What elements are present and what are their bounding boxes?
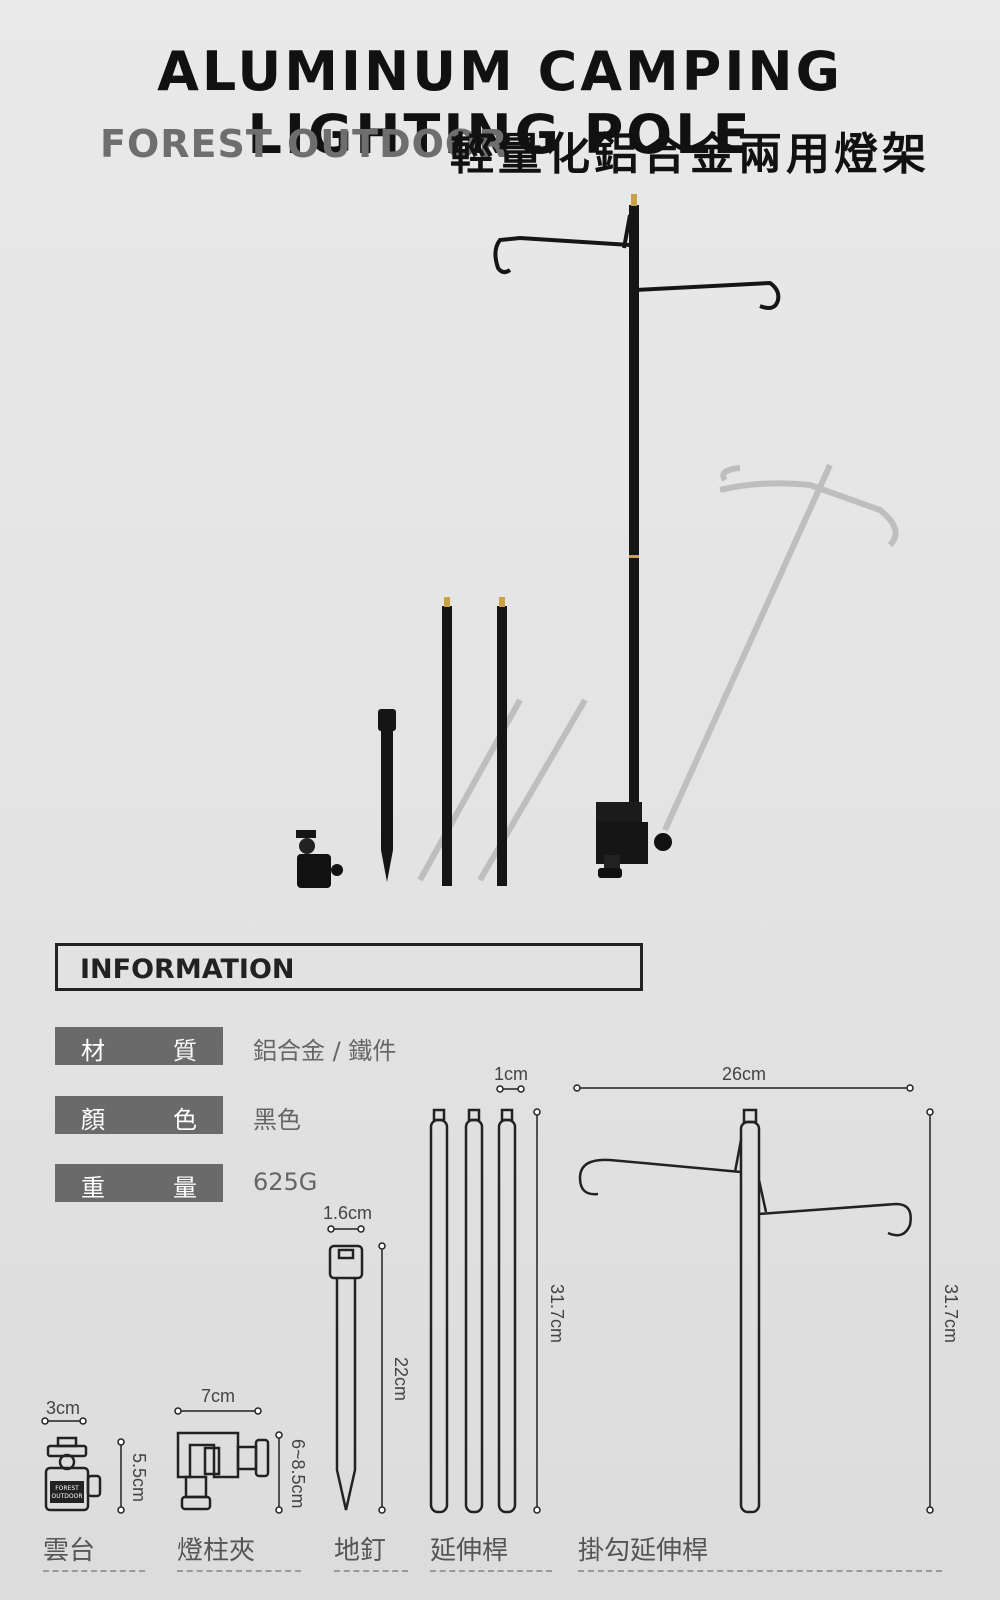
badge-text: OUTDOOR bbox=[51, 1493, 82, 1500]
ball-head-drawing bbox=[44, 1436, 102, 1512]
divider bbox=[177, 1570, 301, 1572]
spec-value-color: 黑色 bbox=[253, 1106, 301, 1134]
spec-value-weight: 625G bbox=[253, 1168, 318, 1196]
dim-hook-width: 26cm bbox=[722, 1064, 767, 1084]
spec-value-material: 鋁合金 / 鐵件 bbox=[253, 1037, 397, 1065]
part-label-extension: 延伸桿 bbox=[430, 1536, 509, 1566]
information-header: INFORMATION bbox=[55, 943, 643, 991]
hook-pole-photo bbox=[493, 194, 781, 878]
clamp-drawing bbox=[176, 1431, 270, 1511]
dim-ballhead-width: 3cm bbox=[46, 1398, 81, 1418]
dim-stake-height: 22cm bbox=[391, 1357, 411, 1402]
dim-ballhead-height: 5.5cm bbox=[129, 1453, 149, 1503]
brand-name: FOREST OUTDOOR bbox=[100, 122, 509, 166]
ground-stake-photo bbox=[378, 709, 396, 882]
dimension-lines bbox=[41, 1084, 934, 1514]
extension-poles-photo bbox=[442, 597, 507, 886]
dim-clamp-width: 7cm bbox=[201, 1386, 236, 1406]
page-title: ALUMINUM CAMPING LIGHTING POLE bbox=[157, 40, 843, 166]
badge-text: FOREST bbox=[55, 1485, 79, 1492]
spec-label-material: 材 質 bbox=[55, 1027, 223, 1065]
spec-label-char: 色 bbox=[173, 1106, 197, 1134]
divider bbox=[578, 1570, 942, 1572]
part-label-ball-head: 雲台 bbox=[43, 1536, 96, 1566]
hook-pole-drawing bbox=[578, 1108, 912, 1514]
dim-clamp-height: 6~8.5cm bbox=[288, 1439, 308, 1509]
ball-head-badge bbox=[50, 1481, 84, 1503]
ball-head-photo bbox=[296, 830, 343, 888]
divider bbox=[430, 1570, 552, 1572]
extension-poles-drawing bbox=[429, 1108, 517, 1514]
dim-extension-height: 31.7cm bbox=[547, 1284, 567, 1344]
divider bbox=[334, 1570, 408, 1572]
part-label-clamp: 燈柱夾 bbox=[177, 1536, 256, 1566]
spec-label-char: 量 bbox=[173, 1174, 197, 1202]
spec-label-weight: 重 量 bbox=[55, 1164, 223, 1202]
spec-label-char: 材 bbox=[81, 1037, 105, 1065]
product-subtitle: 輕量化鋁合金兩用燈架 bbox=[450, 129, 930, 180]
divider bbox=[43, 1570, 145, 1572]
pole-shadow bbox=[417, 463, 899, 882]
dim-hook-height: 31.7cm bbox=[941, 1284, 961, 1344]
dim-extension-width: 1cm bbox=[494, 1064, 529, 1084]
stake-drawing bbox=[328, 1244, 364, 1511]
dim-stake-width: 1.6cm bbox=[323, 1203, 373, 1223]
spec-label-char: 質 bbox=[173, 1037, 197, 1065]
part-label-hook-extension: 掛勾延伸桿 bbox=[578, 1536, 709, 1566]
spec-label-color: 顏 色 bbox=[55, 1096, 223, 1134]
spec-label-char: 顏 bbox=[81, 1106, 105, 1134]
part-label-stake: 地釘 bbox=[334, 1536, 387, 1566]
spec-label-char: 重 bbox=[81, 1174, 105, 1202]
information-title: INFORMATION bbox=[80, 954, 295, 985]
